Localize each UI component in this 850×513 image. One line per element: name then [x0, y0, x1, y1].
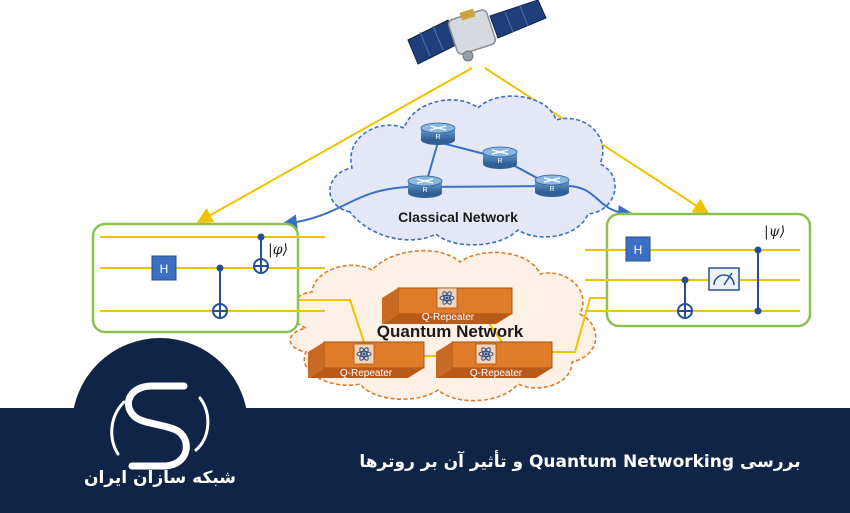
satellite-icon: [407, 0, 547, 65]
hadamard-label: H: [634, 243, 643, 257]
brand-name: شبکه سازان ایران: [83, 468, 237, 488]
router-badge: R: [549, 186, 554, 193]
router-icon: R: [420, 122, 456, 145]
satellite-link-left: [196, 67, 473, 223]
q-repeater-label: Q-Repeater: [340, 368, 393, 379]
article-headline: بررسی Quantum Networking و تأثیر آن بر ر…: [359, 452, 801, 472]
phi-state: |φ⟩: [268, 242, 288, 258]
quantum-network-label: Quantum Network: [377, 322, 524, 341]
q-repeater: Q-Repeater: [382, 287, 513, 324]
brand-logo-icon: [110, 382, 210, 470]
classical-network-cloud: [329, 95, 616, 246]
router-badge: R: [497, 158, 502, 165]
router-icon: R: [407, 175, 443, 198]
router-badge: R: [435, 134, 440, 141]
q-repeater-label: Q-Repeater: [422, 312, 475, 323]
hadamard-gate: [625, 236, 651, 262]
hadamard-gate: [151, 255, 177, 281]
hadamard-label: H: [160, 262, 169, 276]
q-repeater: Q-Repeater: [308, 341, 425, 379]
quantum-node-left: H |φ⟩: [91, 222, 325, 334]
quantum-link-right: [548, 297, 610, 353]
router-icon: R: [534, 174, 570, 197]
classical-link-right: [568, 185, 634, 221]
psi-state: |ψ⟩: [764, 224, 785, 240]
brand-logo-badge: [72, 338, 248, 513]
classical-network-label: Classical Network: [398, 209, 518, 225]
classical-links: [281, 185, 634, 231]
router-icon: R: [482, 146, 518, 169]
q-repeater-label: Q-Repeater: [470, 368, 523, 379]
q-repeater: Q-Repeater: [436, 341, 553, 379]
quantum-link-left: [298, 299, 366, 346]
classical-link-left: [281, 186, 409, 231]
router-badge: R: [422, 187, 427, 194]
measurement-gate-icon: [708, 267, 740, 291]
node-frame: [91, 222, 300, 334]
quantum-node-right: H |ψ⟩: [585, 212, 812, 328]
